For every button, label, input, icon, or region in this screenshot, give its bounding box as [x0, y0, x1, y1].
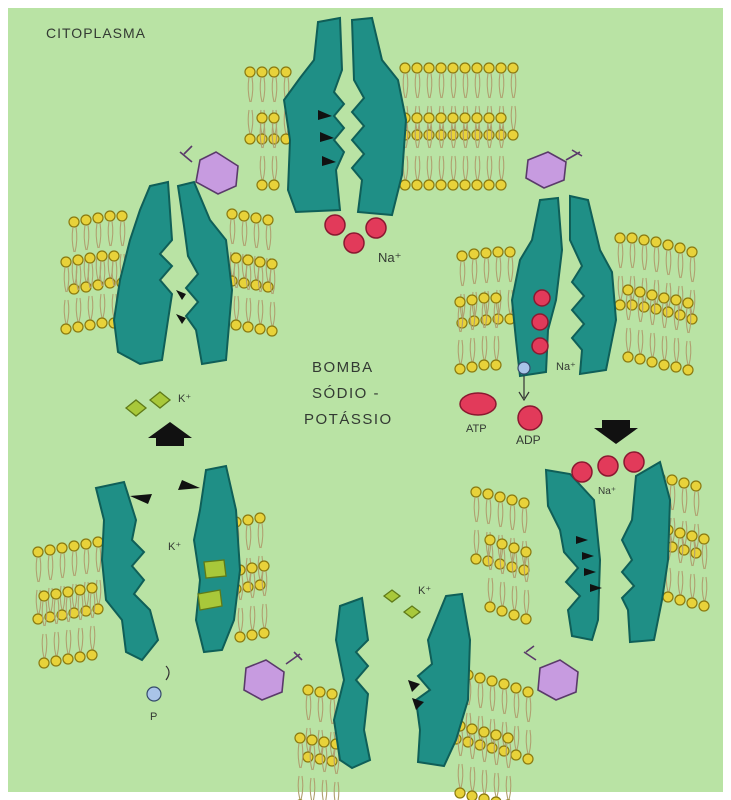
- phosphate-label: P: [150, 711, 157, 723]
- cytoplasm-label: CITOPLASMA: [46, 25, 146, 41]
- phosphate-group: [518, 362, 530, 374]
- sodium-ion: [532, 338, 548, 354]
- sodium-ion: [325, 215, 345, 235]
- title-line-1: BOMBA: [312, 359, 374, 376]
- sodium-ion: [598, 456, 618, 476]
- sodium-label-lower-right: Na⁺: [598, 486, 616, 497]
- title-line-2: SÓDIO -: [312, 385, 380, 402]
- atp-molecule: [460, 393, 496, 415]
- adp-molecule: [518, 406, 542, 430]
- potassium-ion-bound: [198, 590, 222, 610]
- sodium-ion: [534, 290, 550, 306]
- sodium-label-right: Na⁺: [556, 361, 576, 373]
- potassium-label-bottom: K⁺: [418, 585, 431, 597]
- sodium-label-top: Na⁺: [378, 250, 401, 265]
- potassium-ion-bound: [204, 560, 226, 578]
- sodium-ion: [624, 452, 644, 472]
- atp-label: ATP: [466, 423, 487, 435]
- title-line-3: POTÁSSIO: [304, 411, 393, 428]
- phosphate-group: [147, 687, 161, 701]
- potassium-label-left: K⁺: [178, 393, 191, 405]
- sodium-ion: [344, 233, 364, 253]
- adp-label: ADP: [516, 433, 541, 447]
- sodium-ion: [572, 462, 592, 482]
- sodium-ion: [532, 314, 548, 330]
- sodium-ion: [366, 218, 386, 238]
- potassium-label-lower-left: K⁺: [168, 541, 181, 553]
